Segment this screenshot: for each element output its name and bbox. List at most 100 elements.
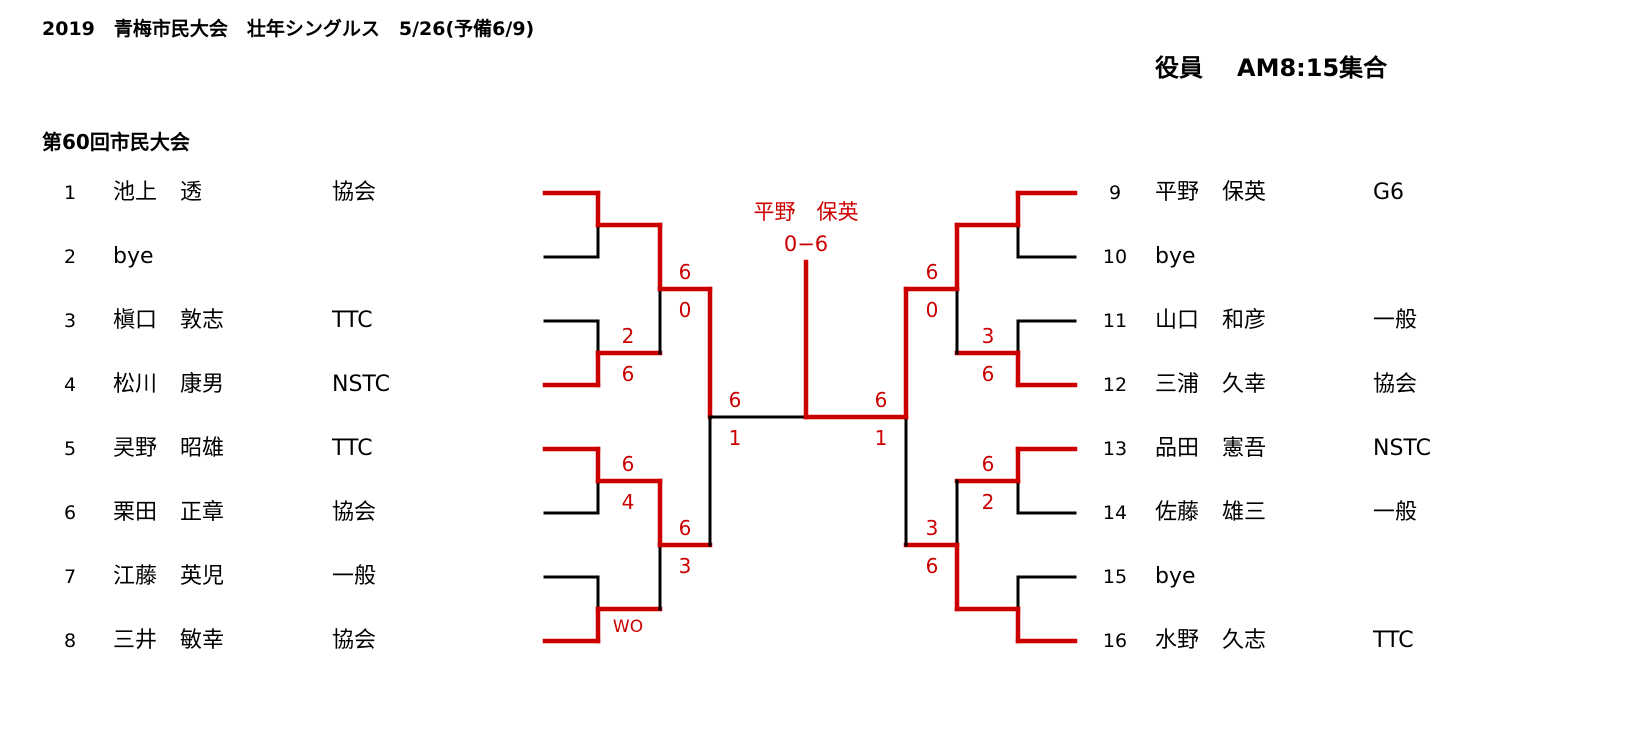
score-top: 3: [982, 324, 995, 348]
player-surname: 三浦: [1155, 372, 1200, 397]
seed-number: 4: [63, 374, 77, 396]
player-given-name: 英児: [180, 564, 225, 589]
player-given-name: 敦志: [180, 308, 225, 333]
player-club: NSTC: [1373, 436, 1431, 461]
staff-time: AM8:15集合: [1237, 54, 1388, 82]
player-club: TTC: [332, 308, 373, 333]
score-top: 6: [729, 388, 742, 412]
seed-number: 9: [1108, 182, 1122, 204]
player-row: 15 bye: [0, 562, 1647, 592]
seed-number: 1: [63, 182, 77, 204]
player-row: 5 㚑野昭雄 TTC: [0, 434, 1647, 464]
player-surname: bye: [1155, 564, 1196, 589]
player-surname: 水野: [1155, 628, 1200, 653]
seed-number: 11: [1102, 310, 1128, 332]
player-surname: 山口: [1155, 308, 1200, 333]
score-bottom: 0: [926, 298, 939, 322]
score-top: 6: [679, 260, 692, 284]
player-surname: 三井: [113, 628, 158, 653]
score-bottom: 3: [679, 554, 692, 578]
player-given-name: 昭雄: [180, 436, 225, 461]
player-club: TTC: [332, 436, 373, 461]
seed-number: 16: [1102, 630, 1128, 652]
seed-number: 6: [63, 502, 77, 524]
player-row: 4 松川康男 NSTC: [0, 370, 1647, 400]
seed-number: 14: [1102, 502, 1128, 524]
seed-number: 8: [63, 630, 77, 652]
champion-label: 平野 保英 0−6: [706, 196, 906, 260]
player-club: 一般: [1373, 308, 1418, 333]
player-row: 10 bye: [0, 242, 1647, 272]
seed-number: 2: [63, 246, 77, 268]
player-given-name: 正章: [180, 500, 225, 525]
player-given-name: 久幸: [1222, 372, 1267, 397]
player-given-name: 和彦: [1222, 308, 1267, 333]
score-top: 2: [622, 324, 635, 348]
player-club: G6: [1373, 180, 1405, 205]
score-bottom: 6: [926, 554, 939, 578]
final-score: 0−6: [783, 232, 829, 256]
player-row: 11 山口和彦 一般: [0, 306, 1647, 336]
player-club: 協会: [332, 500, 377, 525]
score-top: 6: [926, 260, 939, 284]
score-top: 6: [622, 452, 635, 476]
player-given-name: 保英: [1222, 180, 1267, 205]
player-surname: 平野: [1155, 180, 1200, 205]
seed-number: 3: [63, 310, 77, 332]
player-row: 14 佐藤雄三 一般: [0, 498, 1647, 528]
score-bottom: 2: [982, 490, 995, 514]
seed-number: 13: [1102, 438, 1128, 460]
score-bottom: 4: [622, 490, 635, 514]
player-given-name: 憲吾: [1222, 436, 1267, 461]
player-given-name: 久志: [1222, 628, 1267, 653]
player-given-name: 透: [180, 180, 203, 205]
player-surname: bye: [1155, 244, 1196, 269]
player-club: 協会: [332, 628, 377, 653]
player-surname: 品田: [1155, 436, 1200, 461]
player-row: 2 bye: [0, 242, 1647, 272]
staff-label: 役員: [1155, 54, 1203, 82]
player-club: 協会: [332, 180, 377, 205]
player-surname: 槇口: [113, 308, 158, 333]
score-top: 6: [875, 388, 888, 412]
player-row: 13 品田憲吾 NSTC: [0, 434, 1647, 464]
score-bottom: 1: [875, 426, 888, 450]
staff-assembly-info: 役員 AM8:15集合: [1155, 48, 1387, 83]
player-given-name: 敏幸: [180, 628, 225, 653]
page-title: 2019 青梅市民大会 壮年シングルス 5/26(予備6/9): [42, 18, 535, 40]
score-bottom: 6: [982, 362, 995, 386]
player-club: 一般: [1373, 500, 1418, 525]
player-surname: 㚑野: [113, 436, 158, 461]
player-row: 7 江藤英児 一般: [0, 562, 1647, 592]
seed-number: 7: [63, 566, 77, 588]
player-club: TTC: [1373, 628, 1414, 653]
player-surname: 栗田: [113, 500, 158, 525]
player-row: 8 三井敏幸 協会: [0, 626, 1647, 656]
player-row: 6 栗田正章 協会: [0, 498, 1647, 528]
score-bottom: 1: [729, 426, 742, 450]
seed-number: 10: [1102, 246, 1128, 268]
champion-name: 平野 保英: [753, 200, 859, 224]
player-surname: 松川: [113, 372, 158, 397]
score-top: 3: [926, 516, 939, 540]
player-row: 12 三浦久幸 協会: [0, 370, 1647, 400]
player-surname: 佐藤: [1155, 500, 1200, 525]
score-top: 6: [982, 452, 995, 476]
score-bottom: 0: [679, 298, 692, 322]
player-given-name: 康男: [180, 372, 225, 397]
score-top: 6: [679, 516, 692, 540]
player-club: 協会: [1373, 372, 1418, 397]
player-row: 9 平野保英 G6: [0, 178, 1647, 208]
seed-number: 5: [63, 438, 77, 460]
seed-number: 15: [1102, 566, 1128, 588]
seed-number: 12: [1102, 374, 1128, 396]
player-surname: 江藤: [113, 564, 158, 589]
tournament-subtitle: 第60回市民大会: [42, 130, 190, 154]
player-club: NSTC: [332, 372, 390, 397]
player-club: 一般: [332, 564, 377, 589]
player-row: 16 水野久志 TTC: [0, 626, 1647, 656]
player-given-name: 雄三: [1222, 500, 1267, 525]
score-bottom: WO: [613, 617, 643, 637]
player-surname: bye: [113, 244, 154, 269]
